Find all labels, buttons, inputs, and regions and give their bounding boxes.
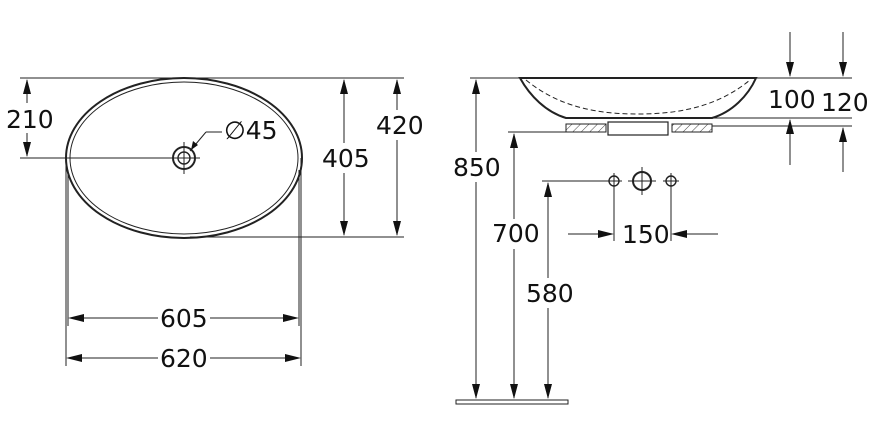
dim-label-605: 605 (160, 304, 208, 333)
arrow-420-bottom (393, 221, 401, 236)
arrow-620-left (66, 354, 82, 362)
label-bg-405 (320, 143, 370, 173)
label-bg-850 (451, 152, 501, 182)
dim-label-580: 580 (526, 279, 574, 308)
arrow-120-top (839, 62, 847, 77)
arrow-700-top (510, 133, 518, 148)
label-bg-605 (158, 303, 210, 333)
arrow-850-bottom (472, 384, 480, 399)
label-bg-100 (766, 87, 816, 115)
arrow-580-bottom (544, 384, 552, 399)
dim-label-150: 150 (622, 220, 670, 249)
label-bg-580 (524, 278, 574, 308)
arrow-700-bottom (510, 384, 518, 399)
arrow-100-top (786, 62, 794, 77)
arrow-605-left (68, 314, 84, 322)
basin-side-profile (518, 77, 758, 119)
arrow-620-right (285, 354, 301, 362)
dim-label-420: 420 (376, 111, 424, 140)
arrow-210-top (23, 79, 31, 94)
dim-label-100: 100 (768, 85, 816, 114)
arrow-605-right (283, 314, 299, 322)
arrow-850-top (472, 79, 480, 94)
floor-line (455, 399, 569, 405)
hole-diameter-label: ∅45 (224, 116, 278, 145)
label-bg-620 (158, 343, 210, 373)
label-bg-420 (373, 110, 423, 140)
dim-label-210: 210 (6, 105, 54, 134)
basin-inner-dashed (525, 79, 751, 115)
arrow-120-bottom (839, 127, 847, 142)
dim-label-700: 700 (492, 219, 540, 248)
hole-leader-arrow (191, 141, 198, 150)
label-bg-210 (2, 103, 52, 133)
side-view: 100 120 850 700 580 (451, 32, 872, 405)
tap-hole-center (628, 167, 656, 195)
arrow-100-bottom (786, 119, 794, 134)
dim-label-620: 620 (160, 344, 208, 373)
dim-label-120: 120 (821, 88, 869, 117)
arrow-150-left (598, 230, 614, 238)
arrow-580-top (544, 182, 552, 197)
drain-outlet-block (607, 121, 669, 136)
arrow-405-top (340, 79, 348, 94)
arrow-405-bottom (340, 221, 348, 236)
arrow-150-right (671, 230, 687, 238)
dim-label-850: 850 (453, 153, 501, 182)
top-view: ∅45 210 405 420 605 (2, 77, 424, 373)
label-bg-700 (490, 219, 540, 249)
dim-label-405: 405 (322, 144, 370, 173)
arrow-420-top (393, 79, 401, 94)
support-left (565, 123, 607, 133)
arrow-210-bottom (23, 142, 31, 157)
support-right (671, 123, 713, 133)
label-bg-120 (820, 89, 872, 117)
